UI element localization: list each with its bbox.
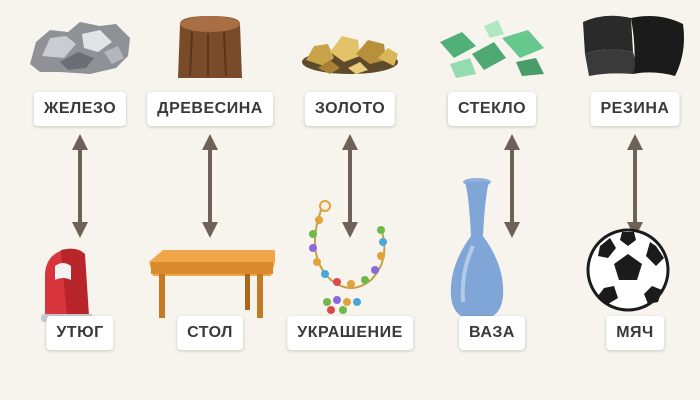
glass-shards-icon: [440, 20, 544, 78]
bead-necklace-icon: [309, 200, 387, 314]
soccer-ball-icon: [586, 228, 670, 312]
double-arrow-icon: [72, 134, 88, 238]
pair-iron: ЖЕЛЕЗО УТЮГ: [15, 0, 145, 400]
iron-ore-icon: [30, 22, 130, 74]
material-label-glass: СТЕКЛО: [447, 92, 537, 126]
table-icon: [149, 250, 275, 318]
pair-glass: СТЕКЛО ВАЗА: [427, 0, 557, 400]
wood-log-icon: [178, 16, 242, 78]
object-label-jewelry: УКРАШЕНИЕ: [287, 316, 413, 350]
object-label-vase: ВАЗА: [459, 316, 525, 350]
vase-icon: [450, 178, 504, 320]
double-arrow-icon: [342, 134, 358, 238]
pair-wood: ДРЕВЕСИНА СТОЛ: [145, 0, 275, 400]
pair-rubber: РЕЗИНА МЯЧ: [570, 0, 700, 400]
clothes-iron-icon: [41, 248, 93, 322]
material-label-rubber: РЕЗИНА: [590, 92, 680, 126]
rubber-sheet-icon: [583, 15, 684, 76]
material-label-gold: ЗОЛОТО: [304, 92, 396, 126]
double-arrow-icon: [503, 134, 520, 238]
double-arrow-icon: [202, 134, 218, 238]
material-label-iron: ЖЕЛЕЗО: [33, 92, 127, 126]
material-label-wood: ДРЕВЕСИНА: [147, 92, 273, 126]
object-label-iron: УТЮГ: [46, 316, 114, 350]
object-label-table: СТОЛ: [177, 316, 243, 350]
gold-nuggets-icon: [302, 36, 398, 74]
object-label-ball: МЯЧ: [606, 316, 664, 350]
pair-gold: ЗОЛОТО УКРАШЕНИ: [285, 0, 415, 400]
